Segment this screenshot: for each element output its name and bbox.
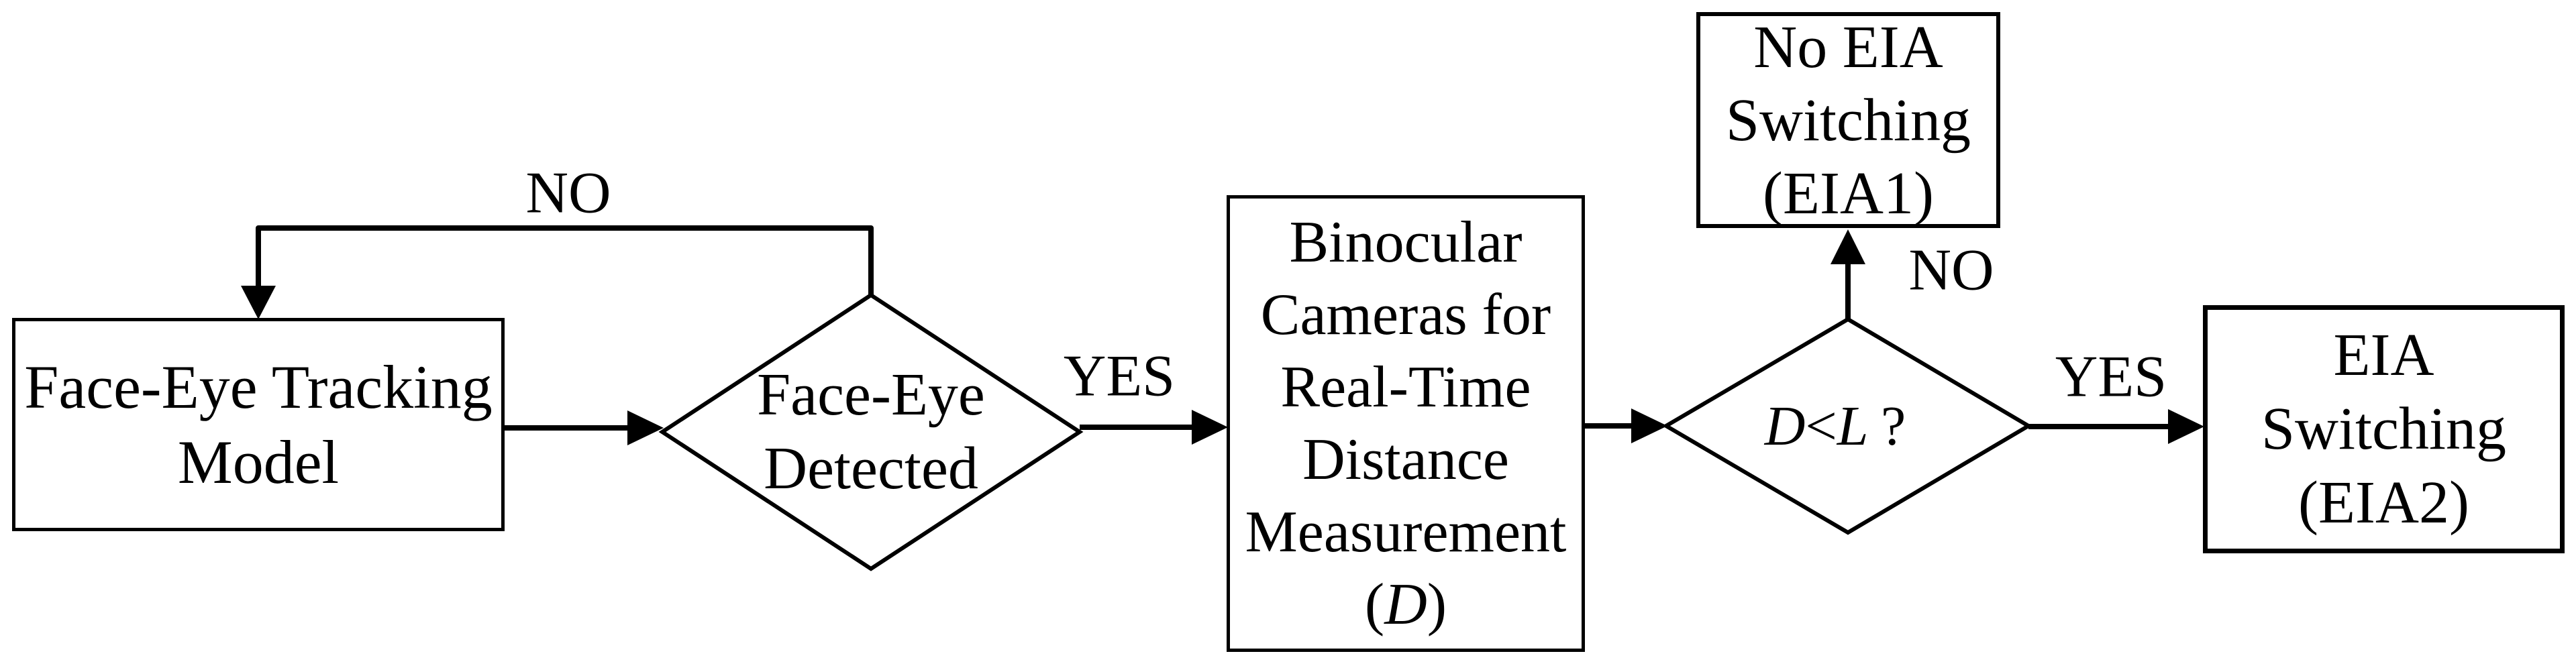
node-distance-check: D<L?	[1666, 319, 2028, 533]
node-text-line: Switching	[1725, 87, 1971, 154]
arrowhead-binocular-to-check-icon	[1631, 408, 1667, 443]
paren-close: )	[1427, 571, 1447, 637]
variable-l: L	[1837, 394, 1869, 457]
node-binocular-cameras: Binocular Cameras for Real-Time Distance…	[1227, 195, 1585, 652]
variable-d: D	[1384, 571, 1427, 637]
node-text-line: Switching	[2261, 396, 2506, 462]
node-text-line: Binocular	[1289, 209, 1523, 275]
no-loop-connector	[256, 225, 874, 298]
node-text-line: EIA	[2333, 322, 2434, 388]
node-text-line-formula: (D)	[1365, 569, 1447, 641]
no-loop-arrowhead-icon	[241, 286, 276, 319]
node-text-line: Real-Time	[1280, 354, 1531, 420]
node-eia-switching: EIA Switching (EIA2)	[2203, 305, 2565, 553]
less-than-operator: <	[1805, 394, 1837, 457]
edge-label-no: NO	[525, 160, 611, 226]
variable-d: D	[1764, 394, 1806, 457]
question-mark: ?	[1880, 394, 1906, 457]
node-no-eia-switching: No EIA Switching (EIA1)	[1696, 12, 2000, 228]
node-text-line: (EIA1)	[1763, 160, 1934, 227]
node-text-line: Cameras for	[1260, 282, 1551, 347]
arrowhead-check-yes-icon	[2168, 409, 2204, 444]
node-face-eye-tracking-model: Face-Eye Tracking Model	[12, 318, 505, 531]
node-text-line: Face-Eye	[757, 361, 985, 428]
node-text-condition: D<L?	[1765, 394, 1906, 459]
decision-diamond-face-eye-detected	[658, 292, 1084, 571]
node-text-line: Model	[177, 428, 340, 496]
node-text-line: Distance	[1302, 427, 1509, 492]
node-text-line: Measurement	[1245, 499, 1567, 565]
arrowhead-tracking-to-detected-icon	[627, 410, 664, 445]
edge-label-yes: YES	[2055, 344, 2167, 410]
node-text-line: No EIA	[1753, 13, 1943, 80]
node-face-eye-detected: Face-Eye Detected	[662, 295, 1080, 569]
edge-label-no: NO	[1908, 237, 1994, 303]
arrowhead-check-no-icon	[1831, 229, 1865, 264]
paren-open: (	[1364, 571, 1385, 637]
arrowhead-detected-yes-icon	[1192, 410, 1228, 445]
node-text-line: Detected	[764, 435, 978, 502]
node-text-line: Face-Eye Tracking	[24, 353, 493, 421]
edge-label-yes: YES	[1063, 343, 1176, 409]
node-text-line: (EIA2)	[2298, 469, 2469, 536]
decision-diamond-distance-check	[1662, 317, 2032, 535]
